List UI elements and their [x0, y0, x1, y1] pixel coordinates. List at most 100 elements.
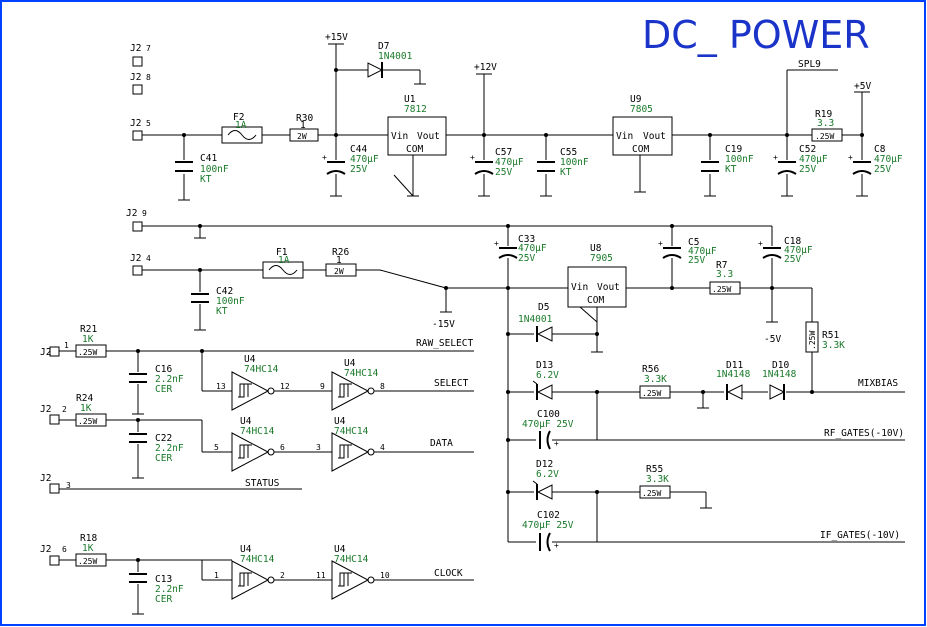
svg-text:3: 3: [66, 481, 71, 490]
svg-text:5: 5: [214, 443, 219, 452]
resistor-r24: R24 1K .25W: [75, 393, 107, 427]
svg-text:U8: U8: [590, 243, 602, 254]
svg-text:25V: 25V: [518, 253, 535, 264]
svg-text:+: +: [322, 153, 327, 162]
diode-d13: D13 6.2V: [532, 360, 559, 400]
capacitor-c18: + C18 470µF 25V: [758, 236, 813, 265]
svg-text:1N4148: 1N4148: [716, 369, 751, 380]
svg-text:25V: 25V: [784, 254, 801, 265]
svg-text:C13: C13: [155, 574, 172, 585]
svg-text:CLOCK: CLOCK: [434, 568, 463, 579]
capacitor-c33: + C33 470µF 25V: [494, 234, 547, 264]
gate-u4-e: U4 74HC14 1 2: [214, 544, 292, 600]
svg-text:1: 1: [64, 341, 69, 350]
svg-text:.25W: .25W: [815, 132, 834, 141]
resistor-r55: R55 3.3K .25W: [639, 464, 671, 499]
svg-text:1: 1: [214, 571, 219, 580]
svg-text:Vout: Vout: [417, 131, 440, 142]
svg-text:R55: R55: [646, 464, 663, 475]
svg-text:C52: C52: [799, 144, 816, 155]
svg-text:1A: 1A: [278, 255, 290, 266]
svg-text:470µF: 470µF: [350, 154, 379, 165]
connector-j2-8: J2 8: [130, 72, 151, 95]
gate-u4-b: U4 74HC14 9 8: [320, 358, 392, 411]
svg-text:RF_GATES(-10V): RF_GATES(-10V): [824, 428, 904, 439]
svg-text:C100: C100: [537, 409, 560, 420]
wires-top: [142, 44, 868, 201]
svg-text:2: 2: [62, 405, 67, 414]
svg-text:KT: KT: [200, 174, 212, 185]
svg-text:F1: F1: [276, 247, 288, 258]
svg-text:IF_GATES(-10V): IF_GATES(-10V): [820, 530, 900, 541]
connector-j2-3: J2 3: [40, 473, 71, 494]
svg-text:R56: R56: [642, 364, 659, 375]
svg-text:+: +: [848, 153, 853, 162]
svg-text:J2: J2: [130, 72, 141, 83]
svg-text:3.3: 3.3: [716, 269, 733, 280]
svg-text:Vout: Vout: [597, 282, 620, 293]
svg-text:8: 8: [380, 382, 385, 391]
connector-j2-2: J2 2: [40, 404, 67, 425]
svg-text:C19: C19: [725, 144, 742, 155]
net-labels-right: MIXBIAS RF_GATES(-10V) IF_GATES(-10V): [820, 378, 904, 541]
connector-j2-7: J2 7: [130, 43, 151, 67]
svg-text:100nF: 100nF: [200, 164, 229, 175]
svg-text:1N4001: 1N4001: [518, 314, 553, 325]
svg-text:+5V: +5V: [854, 81, 871, 92]
svg-text:2W: 2W: [334, 267, 344, 276]
svg-text:1K: 1K: [80, 403, 92, 414]
svg-text:J2: J2: [130, 118, 141, 129]
connector-j2-6: J2 6: [40, 544, 67, 566]
svg-text:25V: 25V: [688, 255, 705, 266]
resistor-r7: R7 3.3 .25W: [709, 260, 741, 295]
svg-text:2.2nF: 2.2nF: [155, 443, 184, 454]
svg-text:+: +: [773, 153, 778, 162]
svg-text:74HC14: 74HC14: [244, 364, 279, 375]
svg-text:9: 9: [320, 382, 325, 391]
capacitor-c8: + C8 470µF 25V: [848, 144, 903, 175]
svg-text:74HC14: 74HC14: [334, 426, 369, 437]
svg-text:R19: R19: [815, 109, 832, 120]
svg-text:100nF: 100nF: [725, 154, 754, 165]
svg-text:D12: D12: [536, 459, 553, 470]
svg-text:7: 7: [146, 44, 151, 53]
svg-text:CER: CER: [155, 384, 172, 395]
svg-text:J2: J2: [130, 253, 141, 264]
svg-text:SELECT: SELECT: [434, 378, 469, 389]
svg-text:.25W: .25W: [78, 557, 97, 566]
svg-text:74HC14: 74HC14: [334, 554, 369, 565]
resistor-r26: R26 1 2W: [325, 247, 357, 277]
svg-text:+: +: [758, 239, 763, 248]
svg-text:KT: KT: [216, 306, 228, 317]
svg-text:J2: J2: [40, 404, 51, 415]
svg-text:Vout: Vout: [643, 131, 666, 142]
svg-text:470µF: 470µF: [518, 243, 547, 254]
capacitor-c19: C19 100nF KT: [701, 144, 754, 175]
capacitor-c13: C13 2.2nF CER: [129, 573, 184, 605]
svg-text:.25W: .25W: [78, 348, 97, 357]
connector-j2-5: J2 5: [130, 118, 151, 141]
capacitor-c102: + C102 470µF 25V: [522, 510, 574, 552]
svg-text:10: 10: [380, 571, 390, 580]
svg-text:.25W: .25W: [712, 285, 731, 294]
svg-text:C57: C57: [495, 147, 512, 158]
svg-text:2.2nF: 2.2nF: [155, 374, 184, 385]
svg-text:+: +: [658, 239, 663, 248]
gate-u4-d: U4 74HC14 3 4: [316, 416, 392, 472]
svg-text:KT: KT: [560, 167, 572, 178]
capacitor-c100: + C100 470µF 25V: [522, 409, 574, 450]
svg-text:D5: D5: [538, 302, 549, 313]
svg-text:25V: 25V: [350, 164, 367, 175]
svg-text:74HC14: 74HC14: [344, 368, 379, 379]
svg-text:U4: U4: [240, 416, 252, 427]
connector-j2-9: J2 9: [126, 208, 147, 232]
svg-text:6: 6: [280, 443, 285, 452]
svg-text:U1: U1: [404, 94, 416, 105]
svg-text:+15V: +15V: [325, 32, 348, 43]
svg-text:U4: U4: [240, 544, 252, 555]
svg-text:J2: J2: [40, 347, 51, 358]
svg-text:2W: 2W: [297, 132, 307, 141]
svg-text:SPL9: SPL9: [798, 59, 821, 70]
